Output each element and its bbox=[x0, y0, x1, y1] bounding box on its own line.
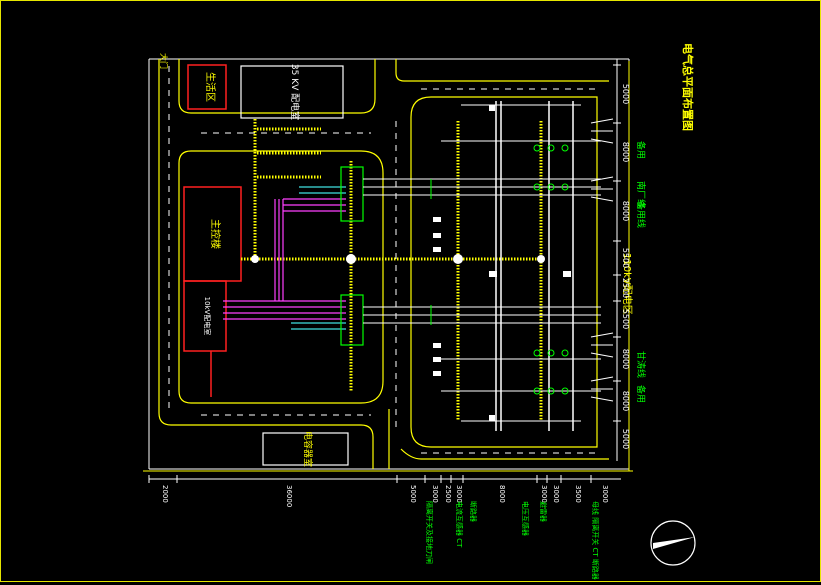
bay-label-1: 备用 bbox=[635, 141, 647, 159]
kv35-room-building: 35 KV 配电室 bbox=[240, 64, 344, 120]
right-dim-label: 8000 bbox=[621, 349, 630, 369]
drawing-title: 电气总平面布置图 bbox=[681, 43, 695, 131]
site-boundary bbox=[143, 58, 633, 472]
road-centerlines bbox=[168, 66, 601, 454]
right-dim-label: 5000 bbox=[621, 429, 630, 449]
bay-label-2: 南厂线 bbox=[635, 181, 647, 208]
line-entry-bays bbox=[590, 118, 614, 402]
bottom-dim-label: 3000 bbox=[552, 485, 560, 503]
roads bbox=[158, 59, 609, 469]
bottom-dim-label: 8000 bbox=[498, 485, 506, 503]
right-dim-label: 8000 bbox=[621, 201, 630, 221]
kv10-room-label: 10kV配电室 bbox=[203, 297, 212, 336]
right-dimensions: 5000 8000 8000 5500 2500 5500 8000 8000 5000 bbox=[613, 64, 630, 449]
right-dim-label: 8000 bbox=[621, 391, 630, 411]
bay-label-5: 备用 bbox=[635, 385, 647, 403]
bottom-dim-label: 36000 bbox=[285, 485, 293, 507]
legend-note: 隔离开关及接地刀闸 bbox=[425, 501, 434, 564]
cable-runs bbox=[223, 186, 346, 330]
legend-note: 避雷器 bbox=[539, 501, 548, 522]
bay-label-4: 甘涛线 bbox=[635, 351, 647, 378]
bay-label-3: 备用线 bbox=[635, 201, 647, 228]
right-dim-label: 5500 bbox=[621, 309, 630, 329]
bottom-dim-label: 5000 bbox=[409, 485, 417, 503]
capacitor-room-building: 电容器室 bbox=[262, 431, 349, 467]
main-control-label: 主控楼 bbox=[209, 219, 222, 249]
feeder-lines bbox=[363, 104, 601, 422]
bottom-dim-label: 3000 bbox=[540, 485, 548, 503]
cable-trenches bbox=[241, 119, 543, 421]
north-arrow bbox=[650, 520, 696, 566]
main-control-building: 主控楼 bbox=[183, 186, 242, 282]
road-label: 大门 bbox=[159, 53, 169, 69]
bottom-dim-label: 2000 bbox=[161, 485, 169, 503]
living-area-label: 生活区 bbox=[204, 72, 217, 102]
bay-labels: 备用 南厂线 备用线 甘涛线 备用 bbox=[635, 141, 647, 403]
bottom-dim-label: 3500 bbox=[574, 485, 582, 503]
main-transformers bbox=[340, 166, 364, 346]
bottom-dim-label: 3000 bbox=[431, 485, 439, 503]
right-dim-label: 8000 bbox=[621, 142, 630, 162]
legend-note: 母线 隔离开关 CT 断路器 bbox=[591, 501, 600, 580]
right-dim-label: 5000 bbox=[621, 84, 630, 104]
bottom-dim-label: 3000 bbox=[455, 485, 463, 503]
bottom-dim-label: 3000 bbox=[601, 485, 609, 503]
living-area-building: 生活区 bbox=[187, 64, 227, 110]
right-dim-label: 2500 bbox=[621, 278, 630, 298]
right-dim-label: 5500 bbox=[621, 248, 630, 268]
capacitor-room-label: 电容器室 bbox=[302, 431, 314, 467]
legend-note: 断路器 bbox=[469, 501, 478, 522]
legend-note: 电流互感器 CT bbox=[455, 501, 464, 548]
switchyard-buses bbox=[495, 101, 574, 431]
switch-area-label: 110kV配电区 bbox=[621, 253, 634, 315]
trench-junctions bbox=[251, 254, 545, 264]
bottom-dim-label: 2500 bbox=[444, 485, 452, 503]
legend-note: 电压互感器 bbox=[521, 501, 530, 536]
equipment-markers bbox=[430, 144, 569, 395]
kv10-room-building: 10kV配电室 bbox=[183, 280, 227, 397]
kv35-room-label: 35 KV 配电室 bbox=[289, 64, 301, 120]
breaker-blocks bbox=[433, 105, 571, 421]
